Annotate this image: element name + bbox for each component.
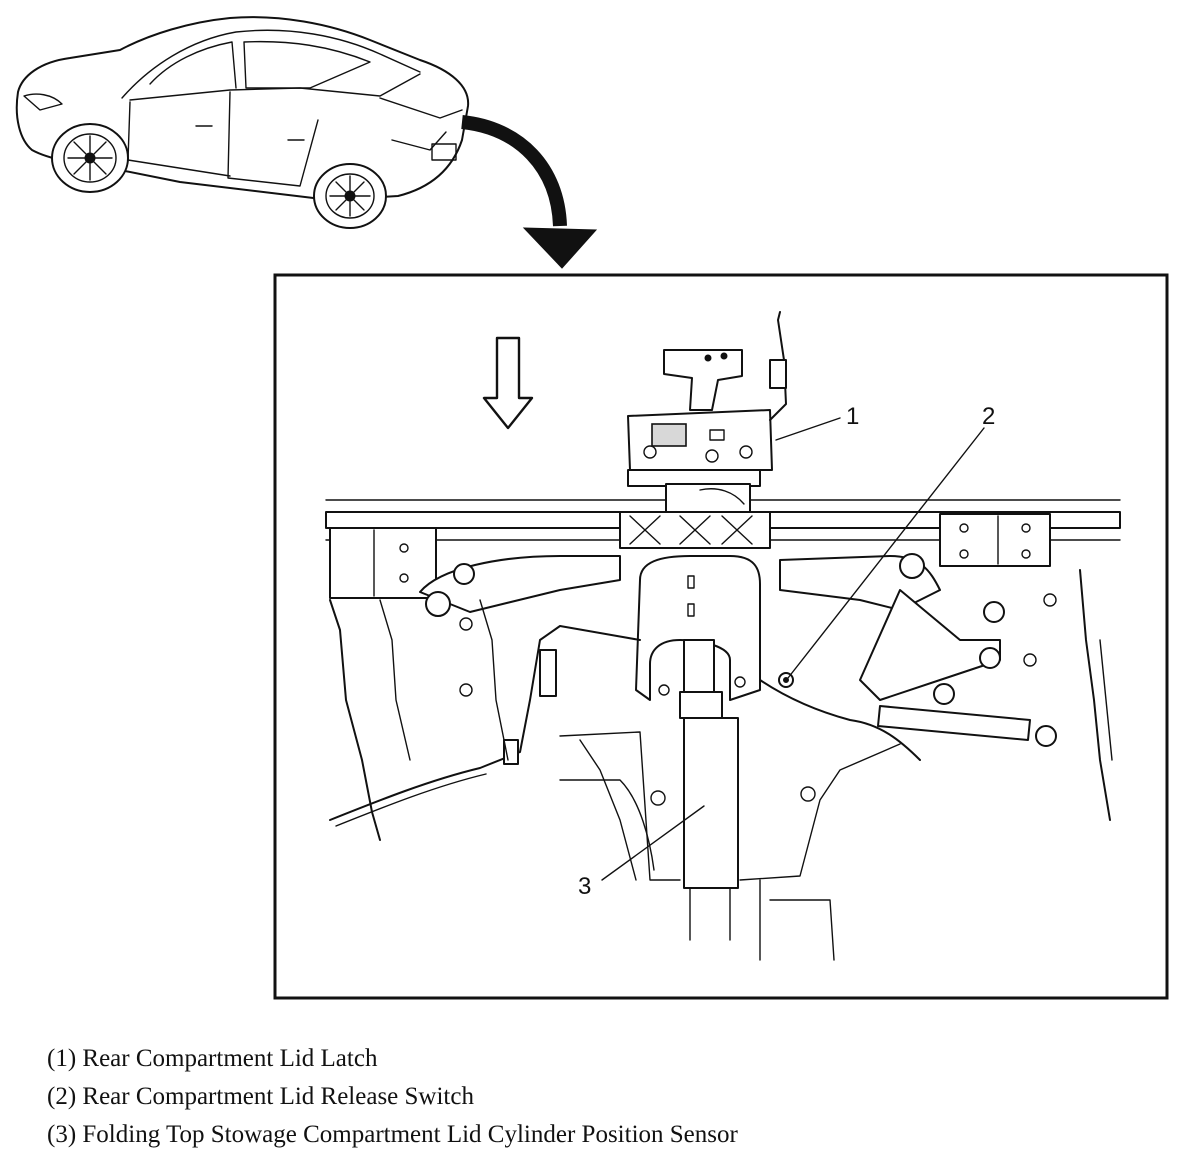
callout-2: 2 [982, 403, 995, 430]
curved-arrow-icon [461, 115, 598, 269]
legend-item-3: (3) Folding Top Stowage Compartment Lid … [47, 1121, 738, 1148]
vehicle-locator-icon [15, 16, 470, 229]
legend-item-1: (1) Rear Compartment Lid Latch [47, 1045, 378, 1072]
down-arrow-icon [482, 336, 534, 430]
compartment-mechanism [325, 311, 1121, 961]
legend-item-2: (2) Rear Compartment Lid Release Switch [47, 1083, 474, 1110]
callout-1: 1 [846, 403, 859, 430]
rear-compartment-lid-latch [627, 311, 787, 513]
callout-3: 3 [578, 873, 591, 900]
callout-leaders [601, 417, 985, 881]
legend: (1) Rear Compartment Lid Latch (2) Rear … [47, 1040, 738, 1154]
cylinder-position-sensor [679, 639, 739, 941]
